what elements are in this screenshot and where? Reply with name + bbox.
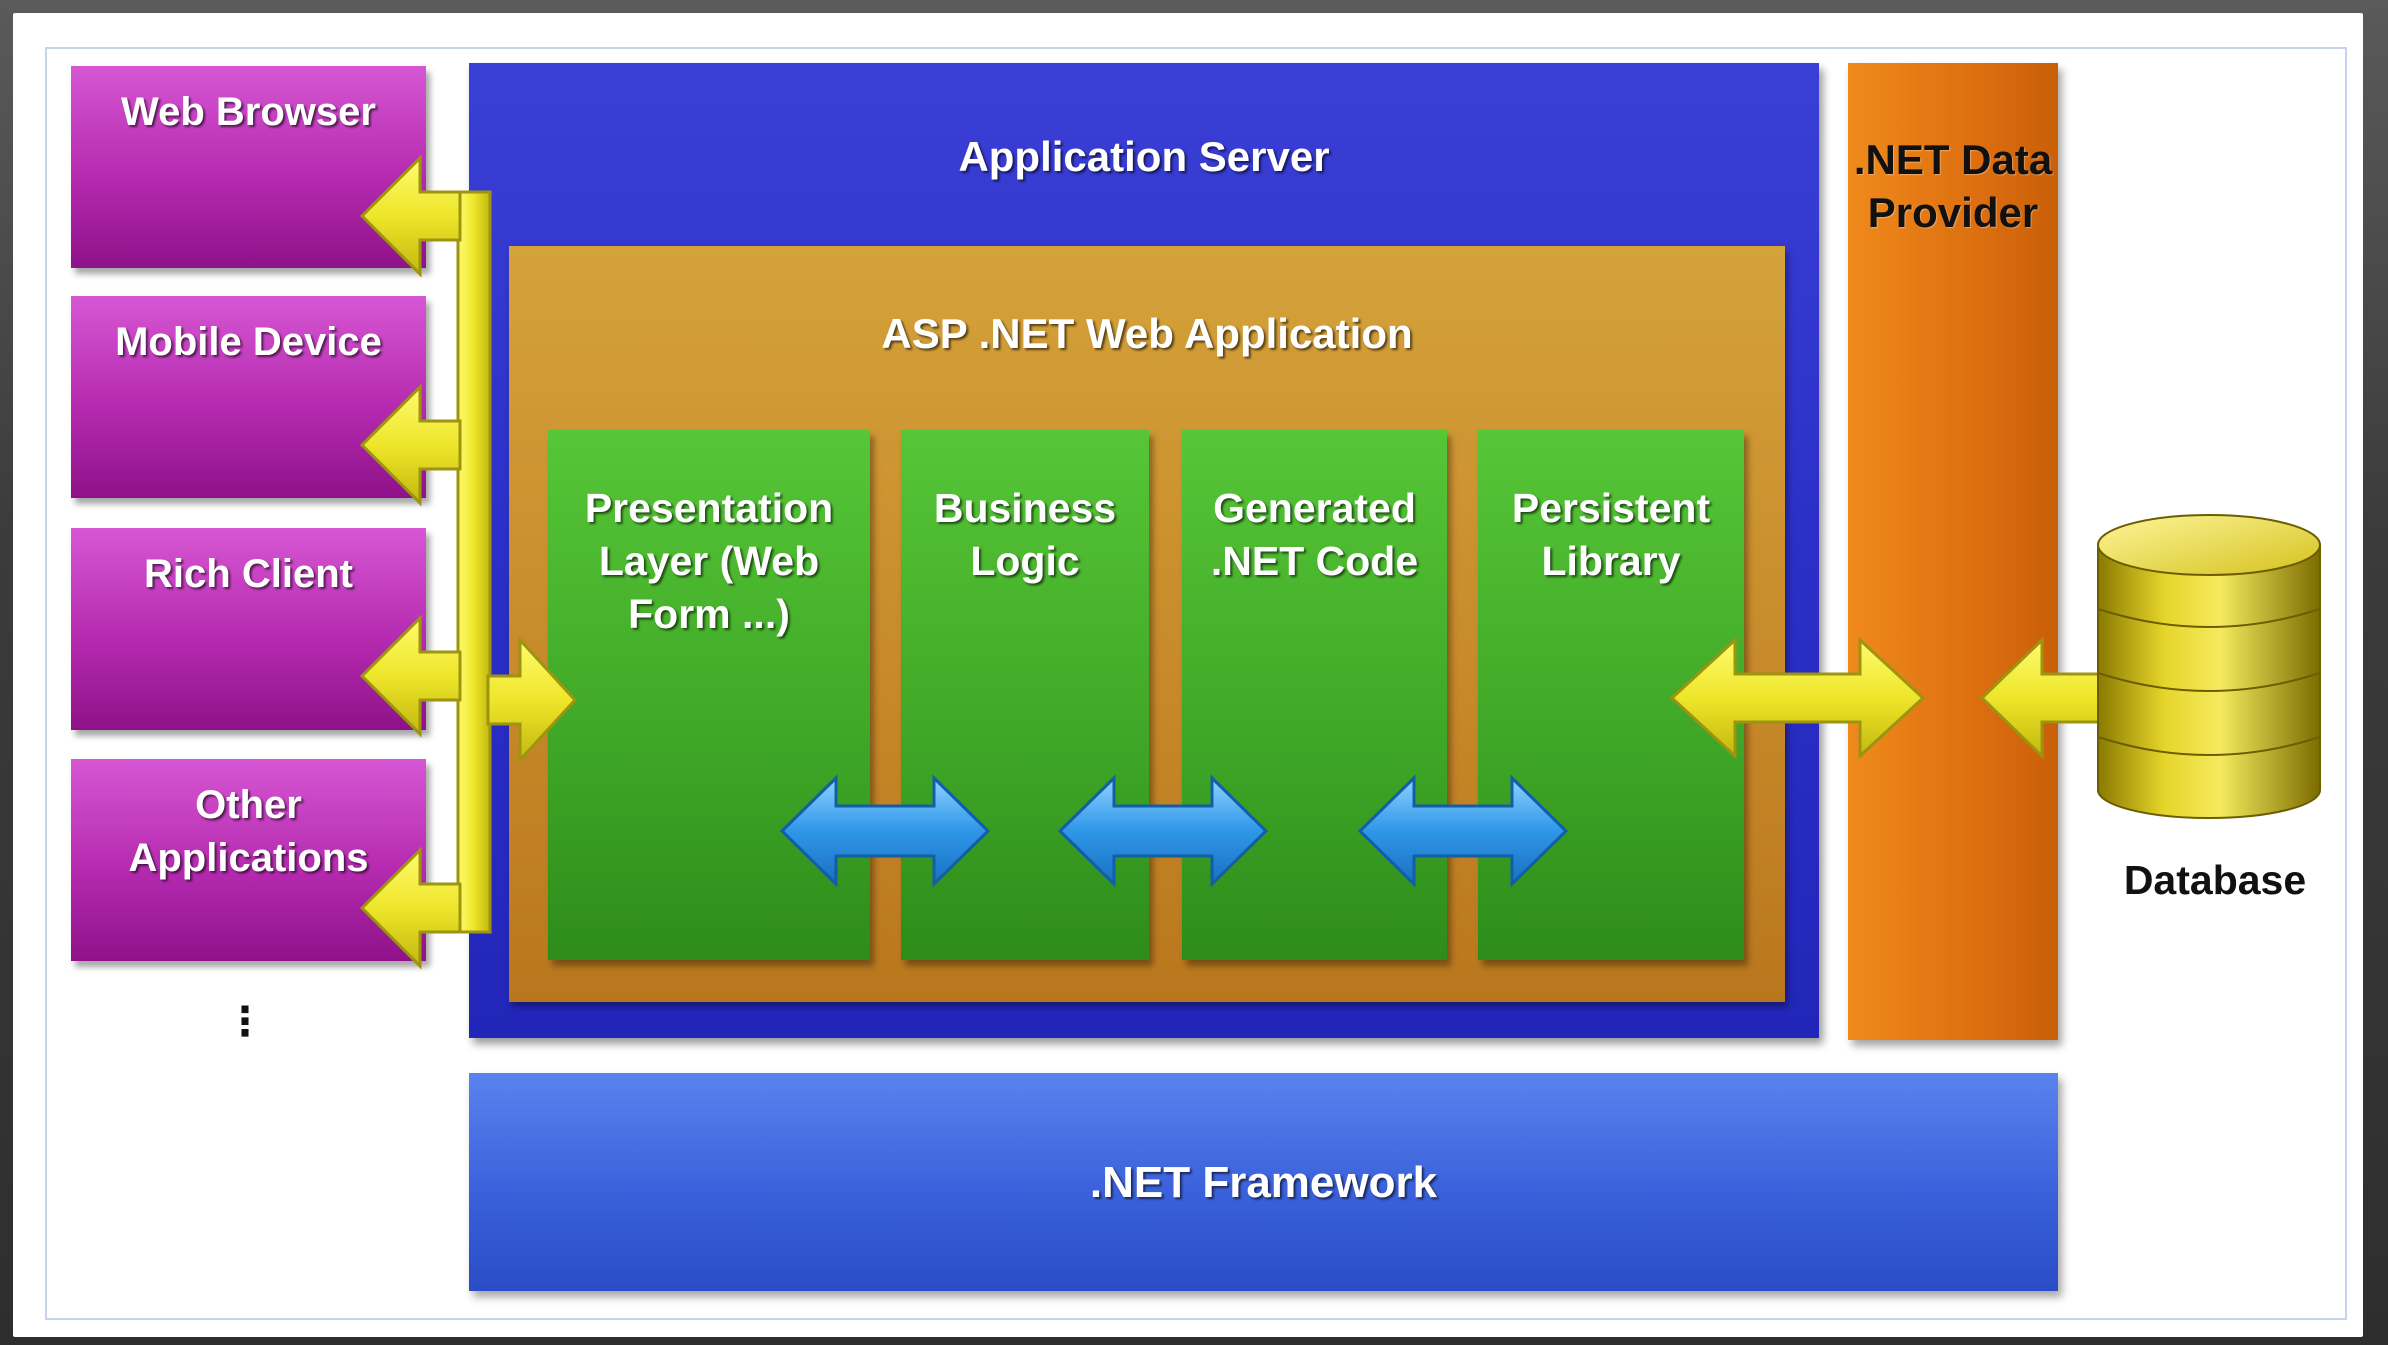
layer-connector-arrows <box>779 774 1569 888</box>
bidirectional-arrow-icon <box>1669 636 1926 760</box>
layer-label: Generated .NET Code <box>1210 485 1419 584</box>
net-framework-box: .NET Framework <box>469 1073 2058 1291</box>
client-label: Mobile Device <box>115 320 382 364</box>
more-clients-ellipsis: ⋮ <box>225 1000 265 1044</box>
layer-label: Business Logic <box>933 485 1117 584</box>
layer-label: Persistent Library <box>1511 485 1711 584</box>
bidirectional-arrow-icon <box>1057 774 1269 888</box>
bidirectional-arrow-icon <box>779 774 991 888</box>
layer-presentation: Presentation Layer (Web Form ...) <box>548 430 870 960</box>
net-framework-label: .NET Framework <box>1089 1158 1438 1207</box>
database-icon <box>2097 514 2321 819</box>
net-data-provider-box: .NET Data Provider <box>1848 63 2058 1040</box>
database-label: Database <box>2123 857 2307 903</box>
asp-net-title: ASP .NET Web Application <box>881 310 1413 357</box>
client-web-browser: Web Browser <box>71 66 426 268</box>
diagram-frame <box>45 47 2347 1320</box>
client-label: Rich Client <box>144 552 353 596</box>
client-rich-client: Rich Client <box>71 528 426 730</box>
client-label: Web Browser <box>121 90 376 134</box>
client-label: Other Applications <box>128 783 369 880</box>
net-data-provider-label: .NET Data Provider <box>1853 136 2053 236</box>
client-bus-arrow <box>359 154 578 970</box>
bidirectional-arrow-icon <box>1357 774 1569 888</box>
layer-label: Presentation Layer (Web Form ...) <box>584 485 834 637</box>
client-other-applications: Other Applications <box>71 759 426 961</box>
client-mobile-device: Mobile Device <box>71 296 426 498</box>
application-server-title: Application Server <box>958 133 1330 180</box>
